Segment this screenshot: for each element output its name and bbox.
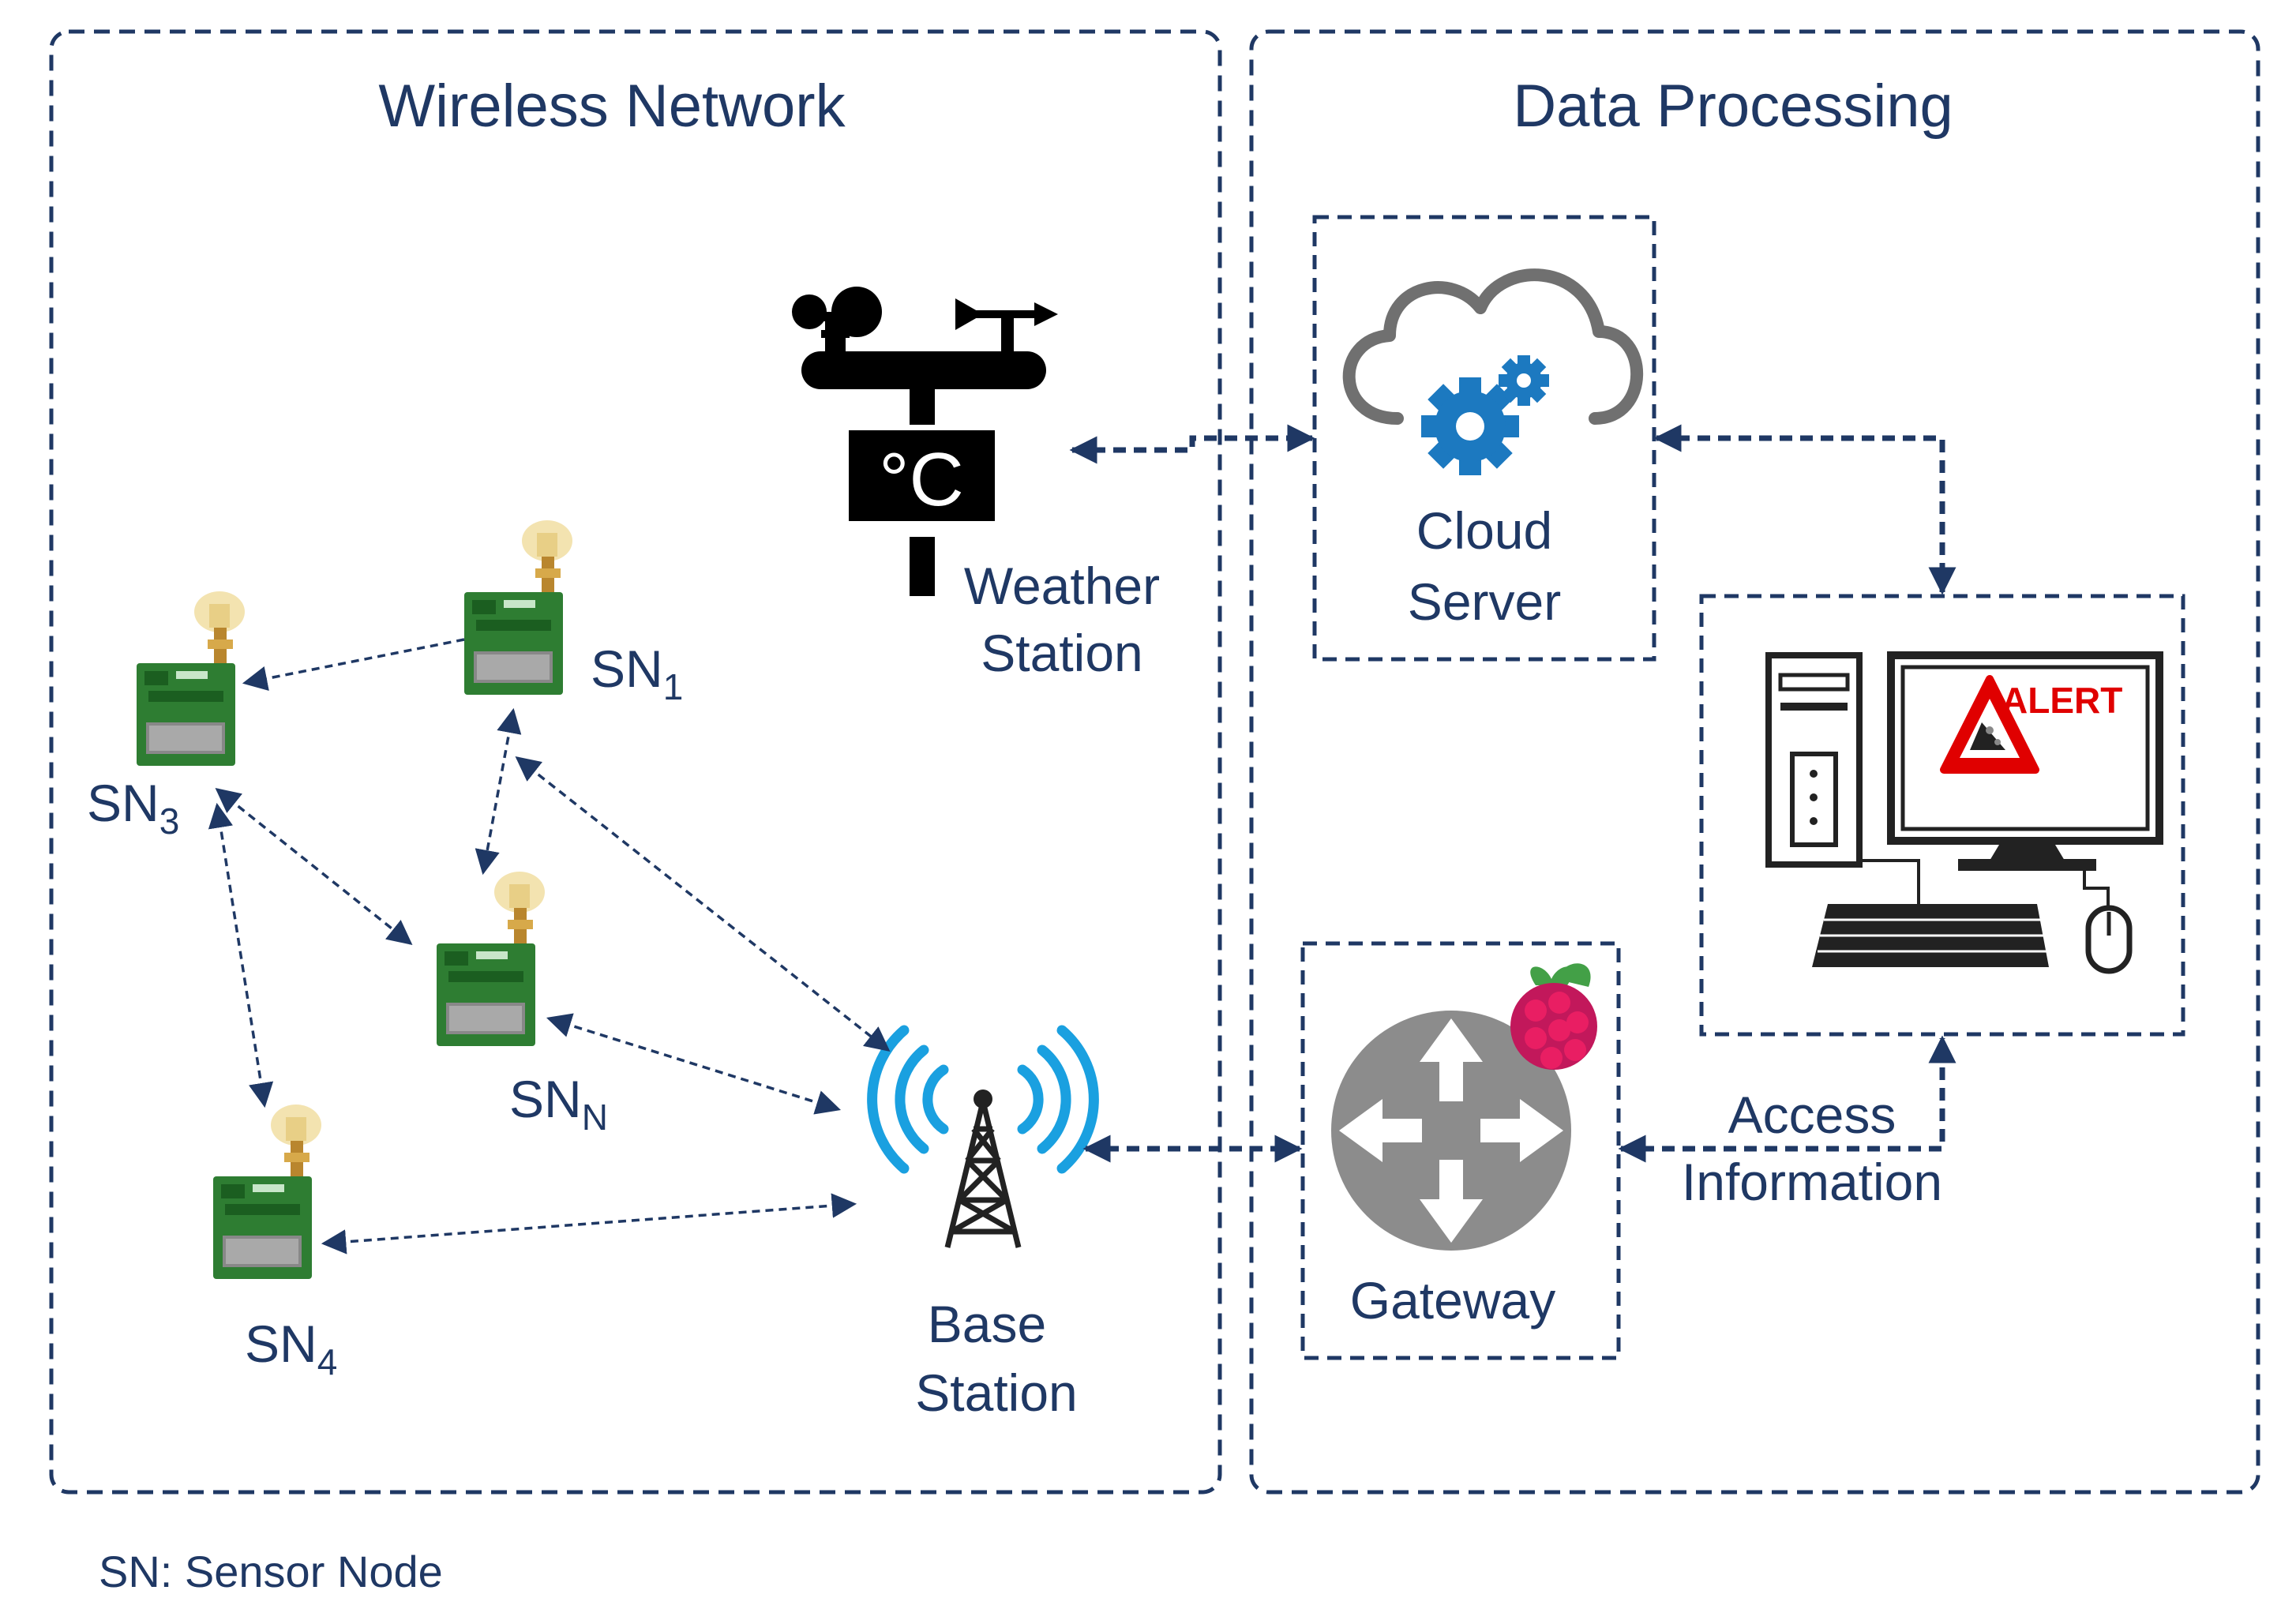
link-sn3-sn4 (208, 802, 274, 1108)
cloud-icon (1342, 268, 1644, 425)
base-station-label-line2: Station (915, 1363, 1077, 1422)
access-information-label-line1: Access (1728, 1086, 1896, 1144)
gear-icon (1421, 377, 1519, 475)
access-information-label-line2: Information (1682, 1153, 1942, 1211)
gateway-label: Gateway (1350, 1271, 1555, 1330)
sensor-node-sn1-icon (464, 520, 572, 695)
router-icon (1331, 1011, 1571, 1251)
data-processing-panel (1249, 29, 2260, 1495)
sn4-label: SN4 (245, 1315, 337, 1382)
sensor-node-sn4-icon (213, 1105, 321, 1279)
sn1-label: SN1 (591, 639, 683, 707)
base-station-label-line1: Base (928, 1295, 1046, 1353)
link-gateway-computer (1618, 1035, 1956, 1163)
sn3-label: SN3 (87, 774, 179, 842)
link-snn-base (546, 1013, 842, 1115)
weather-unit-label: °C (879, 437, 964, 522)
link-sn1-sn3 (242, 638, 465, 691)
link-sn3-snn (215, 788, 413, 945)
sensor-node-snn-icon (437, 872, 545, 1046)
cloud-server-label-line2: Server (1408, 572, 1561, 631)
link-sn1-snn (475, 707, 522, 876)
weather-station-label-line1: Weather (964, 557, 1160, 615)
base-station-tower-icon (867, 1025, 1099, 1248)
link-cloud-computer (1653, 424, 1956, 595)
snn-label: SNN (509, 1070, 608, 1138)
alert-warning-icon (1940, 675, 2039, 774)
data-processing-title: Data Processing (1513, 73, 1953, 140)
weather-station-icon: °C (792, 287, 1058, 596)
link-weather-cloud (1069, 424, 1315, 464)
link-sn1-base (515, 756, 891, 1052)
wireless-network-title: Wireless Network (378, 73, 846, 140)
weather-station-label-line2: Station (981, 624, 1142, 682)
link-sn4-base (321, 1193, 857, 1255)
small-gear-icon (1499, 355, 1549, 406)
raspberry-pi-icon (1510, 963, 1597, 1070)
cloud-server-label-line1: Cloud (1416, 501, 1552, 560)
sensor-node-sn3-icon (137, 591, 245, 766)
alert-label: ALERT (2001, 680, 2122, 721)
legend-text: SN: Sensor Node (99, 1547, 443, 1596)
wireless-network-panel (49, 29, 1222, 1495)
backbone-links (1069, 424, 1956, 1163)
computer-box (1699, 594, 2185, 1037)
wireless-links (208, 638, 891, 1255)
